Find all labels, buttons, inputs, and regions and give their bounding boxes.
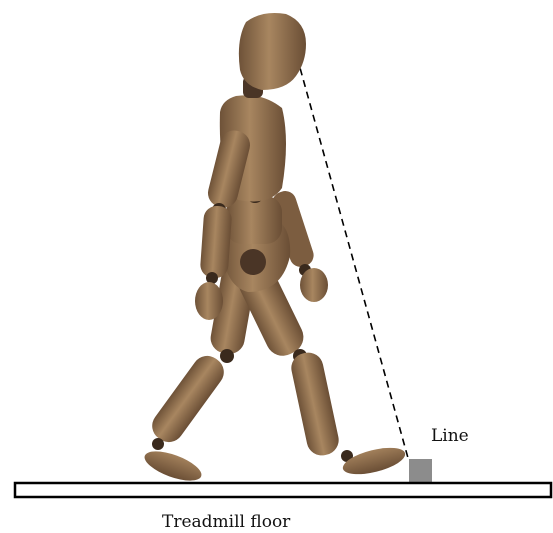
- treadmill-floor-label: Treadmill floor: [162, 512, 290, 532]
- line-label: Line: [431, 426, 469, 446]
- line-marker: [409, 459, 432, 482]
- head: [239, 13, 306, 90]
- treadmill-floor: [15, 483, 551, 497]
